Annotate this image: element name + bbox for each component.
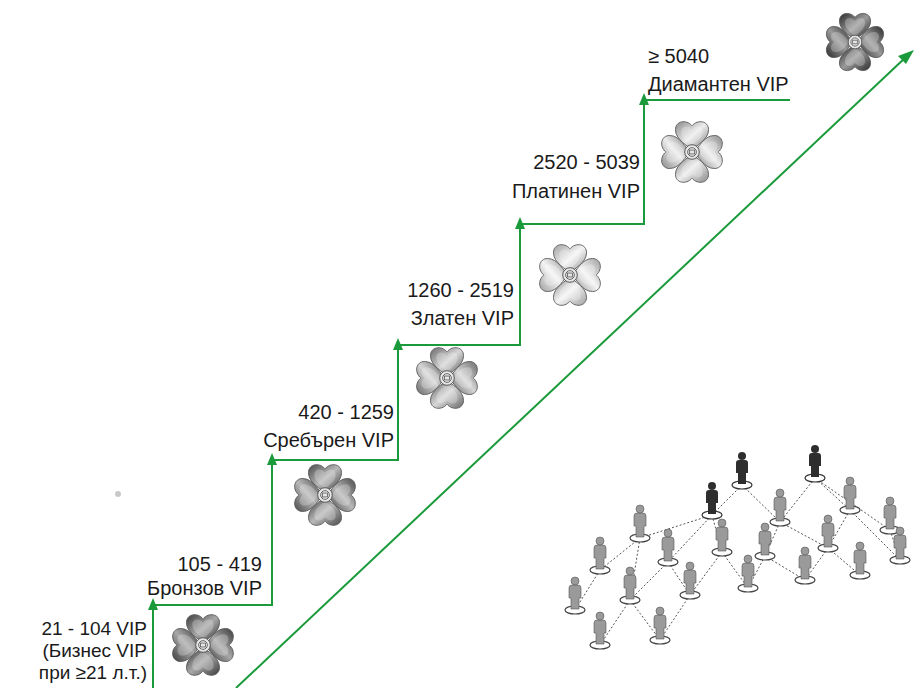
level-note: (Бизнес VIP при ≥21 л.т.) (19, 640, 147, 684)
person-figure (590, 537, 610, 574)
level-name: Златен VIP (411, 306, 514, 330)
level-range: 1260 - 2519 (407, 278, 514, 302)
clover-icon (417, 348, 478, 409)
level-range: ≥ 5040 (648, 44, 709, 68)
person-figure (702, 482, 722, 519)
clover-icon (540, 245, 601, 306)
person-figure (680, 562, 700, 599)
level-name: Диамантен VIP (648, 72, 789, 96)
person-figure (658, 529, 678, 566)
step-arrowheads (148, 93, 649, 610)
level-name: Платинен VIP (512, 179, 640, 203)
person-figure (630, 505, 650, 542)
person-figure (840, 477, 860, 514)
person-figure (890, 527, 910, 564)
level-range: 21 - 104 VIP (41, 618, 147, 640)
person-figure (755, 523, 775, 560)
network-links (575, 478, 900, 645)
level-range: 420 - 1259 (298, 400, 394, 424)
level-range: 105 - 419 (177, 552, 262, 576)
level-name: Сребърен VIP (263, 428, 394, 452)
person-figure (590, 612, 610, 649)
person-figure (620, 567, 640, 604)
person-figure (795, 547, 815, 584)
network-people (565, 445, 910, 649)
person-figure (850, 542, 870, 579)
person-figure (770, 489, 790, 526)
clover-icon (173, 615, 234, 676)
level-range: 2520 - 5039 (533, 150, 640, 174)
clover-icon (662, 122, 723, 183)
person-figure (818, 515, 838, 552)
person-figure (650, 607, 670, 644)
growth-arrow (236, 57, 906, 688)
person-figure (732, 452, 752, 489)
person-figure (805, 445, 825, 482)
clover-icon (295, 465, 356, 526)
growth-arrowhead (898, 50, 914, 64)
dot (115, 491, 121, 497)
person-figure (565, 577, 585, 614)
clover-icon (826, 13, 883, 70)
staircase-line (153, 100, 790, 688)
level-name: Бронзов VIP (147, 576, 262, 600)
person-figure (738, 555, 758, 592)
person-figure (712, 519, 732, 556)
